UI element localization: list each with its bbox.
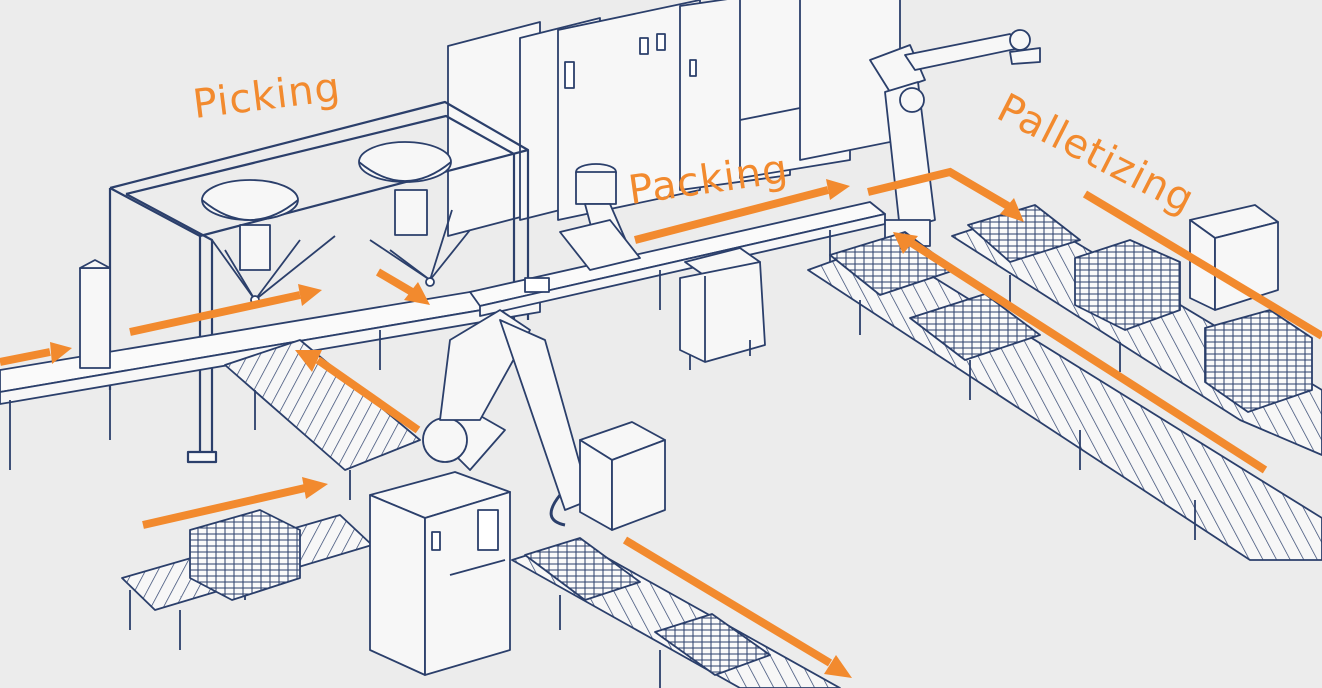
front-pallet-conveyor bbox=[121, 509, 373, 650]
pallet-stack-a bbox=[829, 204, 1081, 361]
output-conveyor bbox=[511, 537, 841, 688]
arrow-front-left bbox=[142, 477, 328, 529]
articulated-robot bbox=[422, 309, 591, 527]
packing-unit bbox=[679, 247, 766, 370]
arrow-picking-conveyor bbox=[129, 284, 322, 336]
front-right-unit bbox=[579, 421, 666, 531]
packing-robot bbox=[559, 163, 641, 271]
arrow-tray-return bbox=[295, 350, 421, 434]
arrow-pallet-return bbox=[893, 232, 1268, 474]
flow-arrows bbox=[0, 167, 1322, 678]
delta-robot-2 bbox=[358, 141, 471, 287]
arrow-palletizing-in bbox=[867, 167, 1024, 222]
arrow-to-gantry bbox=[375, 268, 430, 305]
delta-robot-1 bbox=[201, 179, 336, 305]
pallet-stack-b bbox=[1074, 239, 1313, 413]
control-cabinets bbox=[447, 0, 901, 237]
arrow-packing bbox=[633, 179, 850, 244]
arrow-infeed bbox=[0, 342, 72, 366]
packing-conveyor bbox=[469, 201, 886, 317]
tray-conveyor bbox=[224, 339, 421, 500]
arrow-output bbox=[622, 536, 852, 678]
arrow-pallet-out bbox=[1082, 190, 1322, 340]
right-cabinet bbox=[1189, 204, 1279, 311]
front-control-cabinet bbox=[369, 471, 511, 676]
